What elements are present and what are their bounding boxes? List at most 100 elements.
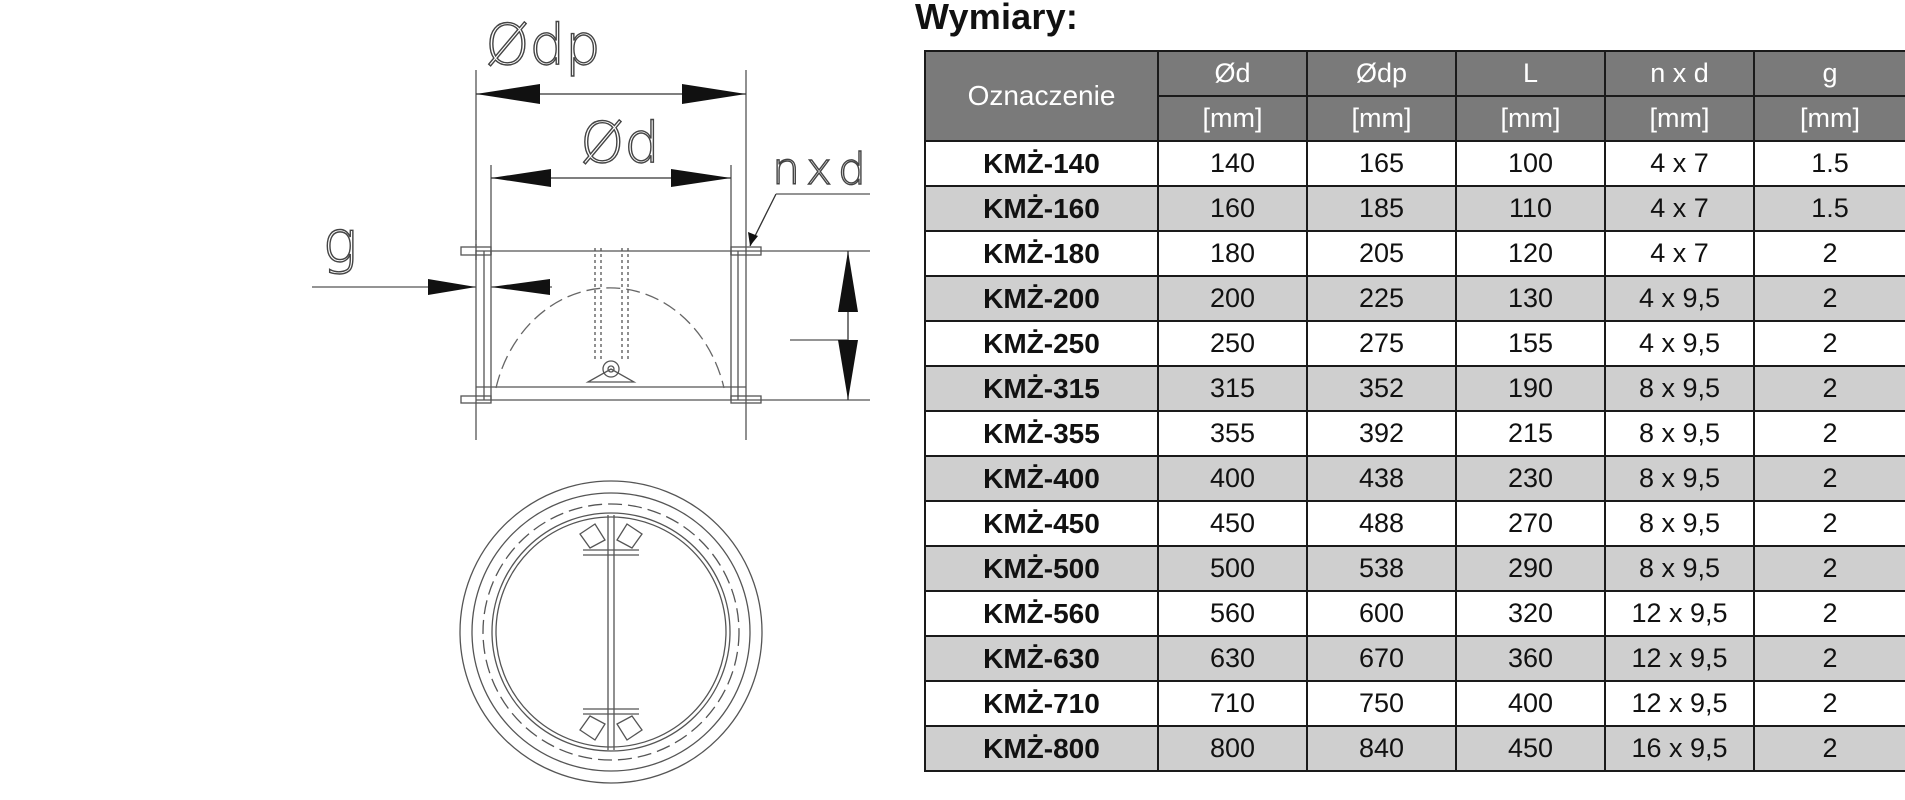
cell-L: 130 [1455, 275, 1606, 322]
cell-g: 2 [1753, 410, 1905, 457]
cell-g: 2 [1753, 230, 1905, 277]
table-header: Oznaczenie Ød Ødp L n x d g [mm] [mm] [m… [924, 50, 1905, 142]
cell-L: 270 [1455, 500, 1606, 547]
cell-nxd: 8 x 9,5 [1604, 410, 1755, 457]
cell-dp: 165 [1306, 140, 1457, 187]
cell-code: KMŻ-250 [924, 320, 1159, 367]
cell-d: 315 [1157, 365, 1308, 412]
cell-L: 360 [1455, 635, 1606, 682]
unit-header-d: [mm] [1157, 95, 1308, 142]
cell-L: 450 [1455, 725, 1606, 772]
cell-g: 2 [1753, 725, 1905, 772]
cell-d: 250 [1157, 320, 1308, 367]
cell-nxd: 4 x 9,5 [1604, 275, 1755, 322]
label-d: Ød [580, 111, 660, 176]
cell-code: KMŻ-450 [924, 500, 1159, 547]
cell-dp: 205 [1306, 230, 1457, 277]
cell-g: 2 [1753, 320, 1905, 367]
cell-nxd: 8 x 9,5 [1604, 455, 1755, 502]
cell-code: KMŻ-500 [924, 545, 1159, 592]
cell-g: 1.5 [1753, 140, 1905, 187]
cell-dp: 750 [1306, 680, 1457, 727]
cell-nxd: 4 x 7 [1604, 140, 1755, 187]
cell-nxd: 12 x 9,5 [1604, 680, 1755, 727]
cell-d: 180 [1157, 230, 1308, 277]
cell-dp: 600 [1306, 590, 1457, 637]
cell-d: 560 [1157, 590, 1308, 637]
dimension-arrows [428, 84, 858, 400]
cell-code: KMŻ-355 [924, 410, 1159, 457]
cell-nxd: 4 x 7 [1604, 230, 1755, 277]
cell-g: 1.5 [1753, 185, 1905, 232]
unit-header-L: [mm] [1455, 95, 1606, 142]
cell-code: KMŻ-160 [924, 185, 1159, 232]
cell-L: 290 [1455, 545, 1606, 592]
label-g: g [323, 208, 358, 276]
column-header-d: Ød [1157, 50, 1308, 97]
cell-dp: 840 [1306, 725, 1457, 772]
cell-code: KMŻ-800 [924, 725, 1159, 772]
cell-dp: 225 [1306, 275, 1457, 322]
cell-nxd: 12 x 9,5 [1604, 635, 1755, 682]
cell-dp: 488 [1306, 500, 1457, 547]
unit-header-g: [mm] [1753, 95, 1905, 142]
cell-code: KMŻ-630 [924, 635, 1159, 682]
dimensions-table: Oznaczenie Ød Ødp L n x d g [mm] [mm] [m… [924, 50, 1905, 772]
cell-dp: 438 [1306, 455, 1457, 502]
cell-d: 400 [1157, 455, 1308, 502]
cell-L: 215 [1455, 410, 1606, 457]
cell-d: 710 [1157, 680, 1308, 727]
column-header-nxd: n x d [1604, 50, 1755, 97]
cell-g: 2 [1753, 635, 1905, 682]
cell-d: 355 [1157, 410, 1308, 457]
unit-header-nxd: [mm] [1604, 95, 1755, 142]
cell-g: 2 [1753, 680, 1905, 727]
cell-L: 320 [1455, 590, 1606, 637]
column-header-name: Oznaczenie [924, 50, 1159, 142]
cell-code: KMŻ-200 [924, 275, 1159, 322]
cell-code: KMŻ-140 [924, 140, 1159, 187]
cell-code: KMŻ-315 [924, 365, 1159, 412]
cell-L: 100 [1455, 140, 1606, 187]
cell-dp: 352 [1306, 365, 1457, 412]
cell-L: 230 [1455, 455, 1606, 502]
cell-L: 400 [1455, 680, 1606, 727]
cell-nxd: 8 x 9,5 [1604, 545, 1755, 592]
cell-g: 2 [1753, 590, 1905, 637]
cell-code: KMŻ-400 [924, 455, 1159, 502]
cell-dp: 538 [1306, 545, 1457, 592]
cell-code: KMŻ-560 [924, 590, 1159, 637]
cell-d: 450 [1157, 500, 1308, 547]
cell-g: 2 [1753, 545, 1905, 592]
cell-d: 140 [1157, 140, 1308, 187]
page-title: Wymiary: [915, 0, 1079, 37]
cell-g: 2 [1753, 500, 1905, 547]
label-dp: Ødp [485, 13, 600, 78]
cell-nxd: 8 x 9,5 [1604, 365, 1755, 412]
cell-g: 2 [1753, 275, 1905, 322]
unit-header-dp: [mm] [1306, 95, 1457, 142]
cell-d: 160 [1157, 185, 1308, 232]
cell-nxd: 16 x 9,5 [1604, 725, 1755, 772]
cell-d: 800 [1157, 725, 1308, 772]
cell-d: 200 [1157, 275, 1308, 322]
cell-L: 155 [1455, 320, 1606, 367]
cell-dp: 670 [1306, 635, 1457, 682]
cell-nxd: 8 x 9,5 [1604, 500, 1755, 547]
cell-code: KMŻ-710 [924, 680, 1159, 727]
column-header-g: g [1753, 50, 1905, 97]
cell-nxd: 4 x 9,5 [1604, 320, 1755, 367]
